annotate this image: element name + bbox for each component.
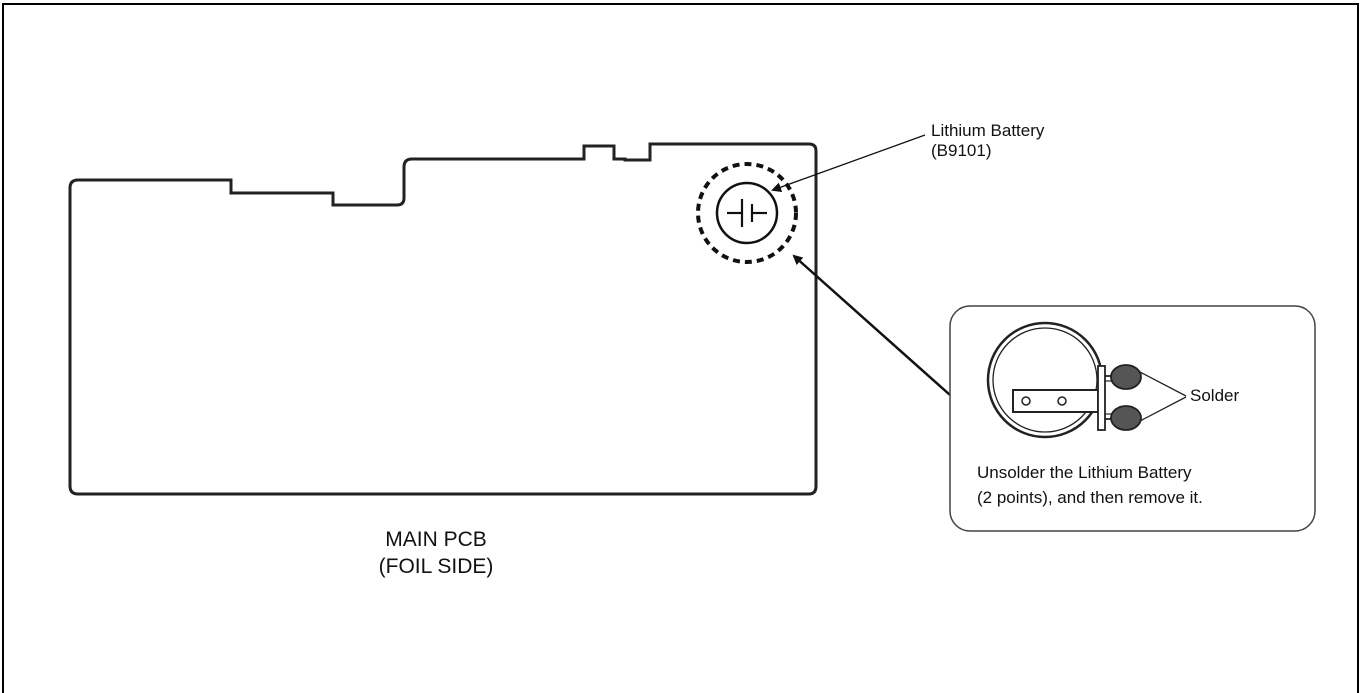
battery-symbol-circle [715, 181, 779, 245]
inset-pointer-arrow [792, 254, 951, 396]
inset-instruction-line1: Unsolder the Lithium Battery [977, 463, 1192, 482]
solder-leader-lines [1139, 371, 1187, 422]
solder-point-bottom [1110, 405, 1142, 431]
pcb-label-line1: MAIN PCB [385, 528, 487, 551]
battery-label: Lithium Battery (B9101) [931, 121, 1044, 161]
solder-label: Solder [1190, 386, 1240, 405]
inset-instruction-line2: (2 points), and then remove it. [977, 488, 1203, 507]
pcb-label-line2: (FOIL SIDE) [378, 555, 494, 578]
battery-label-name: Lithium Battery [931, 121, 1045, 140]
inset-instruction: Unsolder the Lithium Battery (2 points),… [977, 460, 1203, 510]
battery-label-ref: (B9101) [931, 141, 992, 160]
coin-battery-illustration [986, 321, 1117, 439]
pcb-label: MAIN PCB (FOIL SIDE) [326, 526, 546, 580]
battery-leader-line [771, 134, 926, 192]
pcb-outline [68, 142, 818, 496]
solder-point-top [1110, 364, 1142, 390]
battery-highlight-circle [696, 162, 798, 264]
figure-frame [2, 3, 1359, 693]
battery-icon [727, 199, 767, 227]
